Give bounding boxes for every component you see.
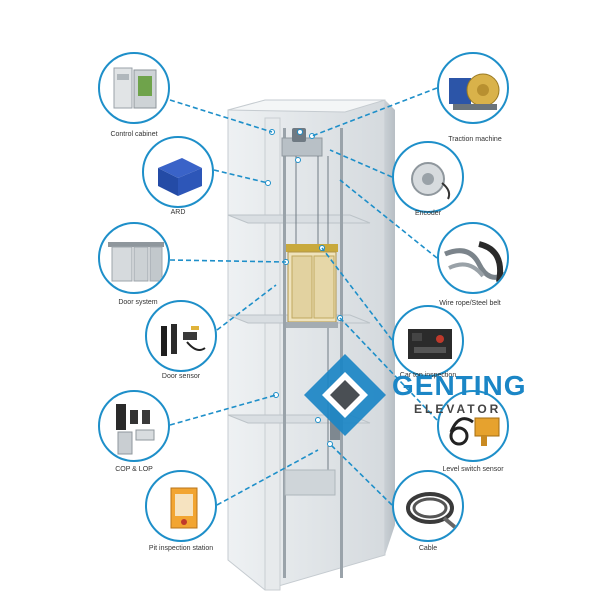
pit-inspection-station-label: Pit inspection station xyxy=(148,545,214,552)
level-switch-sensor-node xyxy=(437,390,509,462)
pit-inspection-station-connector xyxy=(216,449,319,506)
cop-lop-connector xyxy=(169,394,277,426)
brand-name: GENTING xyxy=(392,370,527,401)
cable-coil-icon xyxy=(406,492,458,530)
level-switch-sensor-label: Level switch sensor xyxy=(442,466,504,473)
encoder-icon xyxy=(411,162,451,200)
traction-machine-icon xyxy=(449,73,500,110)
door-sensor-connector xyxy=(216,284,277,331)
encoder-connector xyxy=(329,149,393,178)
car-top-inspection-node xyxy=(392,305,464,377)
ard-connector xyxy=(213,169,269,184)
ard-node xyxy=(142,136,214,208)
pit-inspection-box-icon xyxy=(170,487,198,529)
ard-box-icon xyxy=(158,158,202,196)
traction-machine-node xyxy=(437,52,509,124)
cable-connector xyxy=(329,443,393,506)
door-sensor-node xyxy=(145,300,217,372)
brand-wordmark: GENTING ELEVATOR xyxy=(392,370,527,417)
cop-lop-node xyxy=(98,390,170,462)
door-system-connector xyxy=(169,259,287,263)
cable-node xyxy=(392,470,464,542)
control-cabinet-connector xyxy=(169,99,273,133)
control-cabinet-node xyxy=(98,52,170,124)
level-switch-icon xyxy=(449,417,500,446)
control-cabinet-label: Control cabinet xyxy=(110,131,158,138)
car-top-inspection-label: Car top inspection xyxy=(399,372,457,379)
brand-logo-icon xyxy=(304,354,386,436)
door-system-label: Door system xyxy=(118,299,158,306)
ard-label: ARD xyxy=(170,209,186,216)
wire-rope-steel-belt-connector xyxy=(339,179,438,259)
encoder-node xyxy=(392,141,464,213)
wire-rope-icon xyxy=(444,241,507,283)
door-sensor-label: Door sensor xyxy=(161,373,201,380)
car-top-box-icon xyxy=(408,329,452,359)
brand-subtitle: ELEVATOR xyxy=(414,402,502,416)
door-sensor-icon xyxy=(161,324,206,356)
traction-machine-label: Traction machine xyxy=(448,136,502,143)
control-cabinet-icon xyxy=(113,67,157,109)
cop-lop-label: COP & LOP xyxy=(115,466,153,473)
door-system-icon xyxy=(108,242,164,282)
door-system-node xyxy=(98,222,170,294)
pit-inspection-station-node xyxy=(145,470,217,542)
cop-lop-panel-icon xyxy=(116,404,155,455)
traction-machine-connector xyxy=(311,87,438,137)
wire-rope-steel-belt-label: Wire rope/Steel belt xyxy=(439,300,501,307)
car-top-inspection-connector xyxy=(321,247,393,341)
wire-rope-steel-belt-node xyxy=(437,222,509,294)
cable-label: Cable xyxy=(418,545,438,552)
encoder-label: Encoder xyxy=(414,210,442,217)
